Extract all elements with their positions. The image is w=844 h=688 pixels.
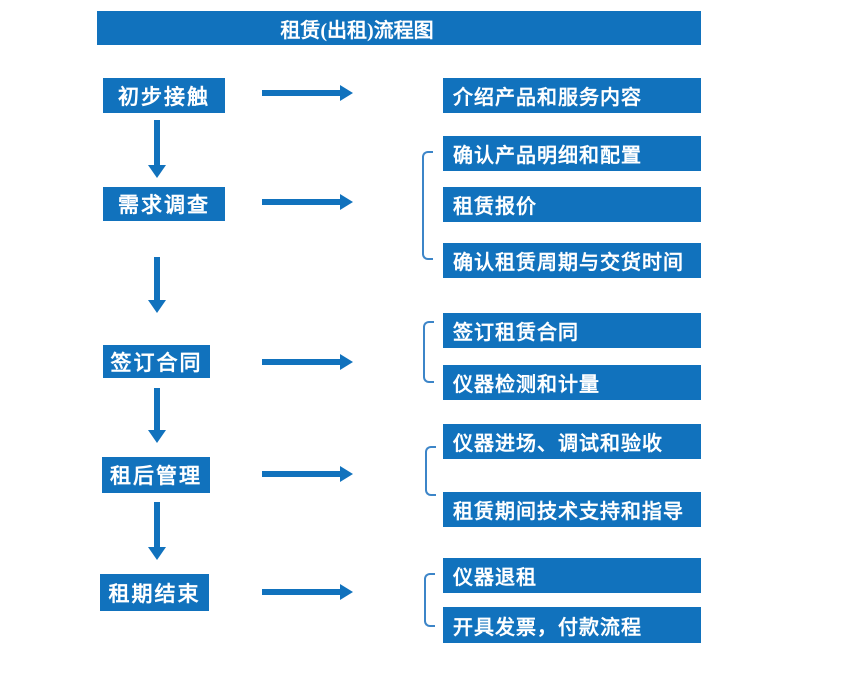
detail-label: 租赁期间技术支持和指导: [453, 501, 684, 523]
arrow-right-icon: [262, 194, 353, 210]
group-bracket: [424, 573, 435, 627]
stage-box-rental-end: 租期结束: [100, 574, 209, 611]
stage-label: 需求调查: [118, 193, 210, 217]
arrow-right-icon: [262, 85, 353, 101]
detail-box: 介绍产品和服务内容: [443, 78, 701, 113]
arrow-down-icon: [148, 257, 166, 313]
group-bracket: [422, 151, 433, 260]
detail-label: 确认产品明细和配置: [453, 145, 642, 167]
flowchart-title-banner: 租赁(出租)流程图: [97, 11, 701, 45]
detail-label: 介绍产品和服务内容: [453, 87, 642, 109]
stage-box-needs-survey: 需求调查: [103, 187, 225, 221]
detail-label: 开具发票，付款流程: [453, 616, 642, 639]
detail-label: 仪器进场、调试和验收: [453, 433, 663, 455]
stage-box-initial-contact: 初步接触: [103, 78, 225, 113]
detail-label: 仪器退租: [453, 567, 537, 589]
detail-box: 租赁期间技术支持和指导: [443, 492, 701, 527]
detail-label: 确认租赁周期与交货时间: [453, 252, 684, 274]
detail-box: 仪器进场、调试和验收: [443, 424, 701, 459]
arrow-right-icon: [262, 466, 353, 482]
detail-box: 确认产品明细和配置: [443, 136, 701, 171]
arrow-right-icon: [262, 584, 353, 600]
stage-label: 初步接触: [118, 84, 210, 109]
detail-label: 签订租赁合同: [453, 322, 579, 344]
detail-box: 租赁报价: [443, 187, 701, 222]
detail-box: 仪器退租: [443, 558, 701, 593]
detail-box: 仪器检测和计量: [443, 365, 701, 400]
detail-box: 签订租赁合同: [443, 313, 701, 348]
arrow-down-icon: [148, 120, 166, 178]
arrow-down-icon: [148, 502, 166, 560]
detail-box: 确认租赁周期与交货时间: [443, 243, 701, 278]
detail-box: 开具发票，付款流程: [443, 607, 701, 643]
stage-label: 租期结束: [108, 581, 201, 606]
group-bracket: [425, 446, 436, 496]
stage-box-post-rental-management: 租后管理: [102, 457, 210, 493]
group-bracket: [423, 321, 434, 383]
stage-box-sign-contract: 签订合同: [103, 345, 210, 378]
flowchart-title: 租赁(出租)流程图: [280, 19, 434, 42]
arrow-right-icon: [262, 354, 353, 370]
arrow-down-icon: [148, 388, 166, 443]
detail-label: 租赁报价: [453, 196, 537, 218]
detail-label: 仪器检测和计量: [453, 374, 600, 396]
stage-label: 租后管理: [110, 464, 202, 488]
stage-label: 签订合同: [110, 350, 203, 375]
